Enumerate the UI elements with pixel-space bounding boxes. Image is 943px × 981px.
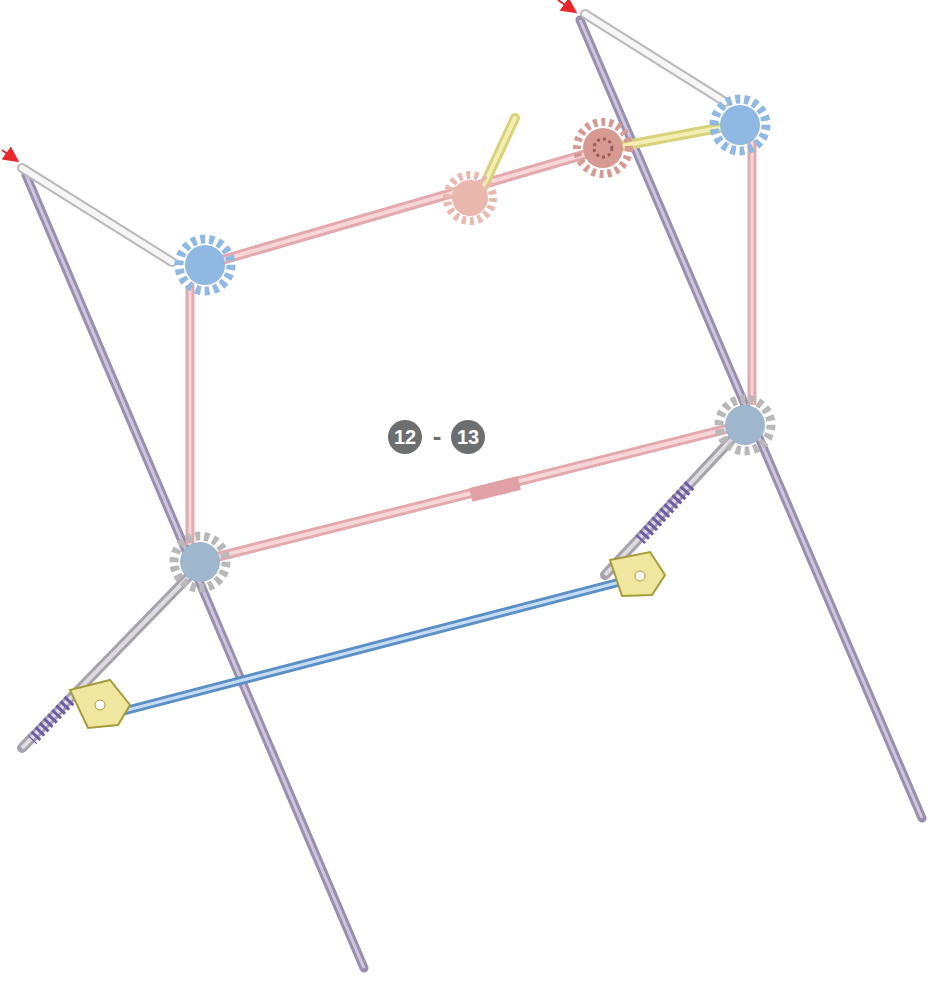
white-rod [22, 168, 172, 262]
callout-number: 12 [388, 420, 422, 454]
pink-rod [186, 285, 195, 545]
blue-connector [720, 105, 760, 145]
purple-connector [32, 700, 70, 740]
rod-highlight [22, 168, 172, 262]
rod-highlight [605, 425, 745, 575]
connector-teeth [447, 175, 493, 221]
pink-rod [205, 150, 600, 265]
grey-rod [22, 565, 200, 748]
connector-teeth [179, 239, 231, 291]
blue-rod [120, 582, 620, 712]
connector-teeth [174, 536, 226, 588]
rod-highlight [189, 285, 192, 545]
connector-teeth [714, 99, 766, 151]
rod-highlight [751, 140, 754, 405]
connector-teeth [719, 399, 771, 451]
pink-connector [452, 180, 488, 216]
pink-connector [583, 128, 623, 168]
connector-hole [635, 571, 645, 581]
rod-highlight [478, 118, 515, 198]
blue-connector [185, 245, 225, 285]
pointer-arrow [558, 0, 574, 11]
callout-number: 13 [451, 420, 485, 454]
range-dash: - [433, 423, 442, 449]
rod-joiner [469, 476, 521, 502]
yellow-rod [478, 118, 515, 198]
purple-rod [26, 175, 364, 968]
connector-holes [594, 139, 612, 157]
pointer-arrow [2, 150, 16, 160]
blue-connector [725, 405, 765, 445]
rod-highlight [26, 175, 364, 968]
rod-highlight [120, 582, 620, 712]
connector-hole [95, 700, 105, 710]
purple-connector [640, 485, 690, 540]
yellow-connector [610, 552, 665, 596]
grey-rod [605, 425, 745, 575]
connector-teeth [577, 122, 629, 174]
rod-highlight [22, 565, 200, 748]
white-rod [585, 14, 725, 102]
blue-connector [180, 542, 220, 582]
rod-highlight [585, 14, 725, 102]
rod-highlight [205, 150, 600, 265]
yellow-connector [70, 680, 130, 728]
pink-rod [748, 140, 757, 405]
